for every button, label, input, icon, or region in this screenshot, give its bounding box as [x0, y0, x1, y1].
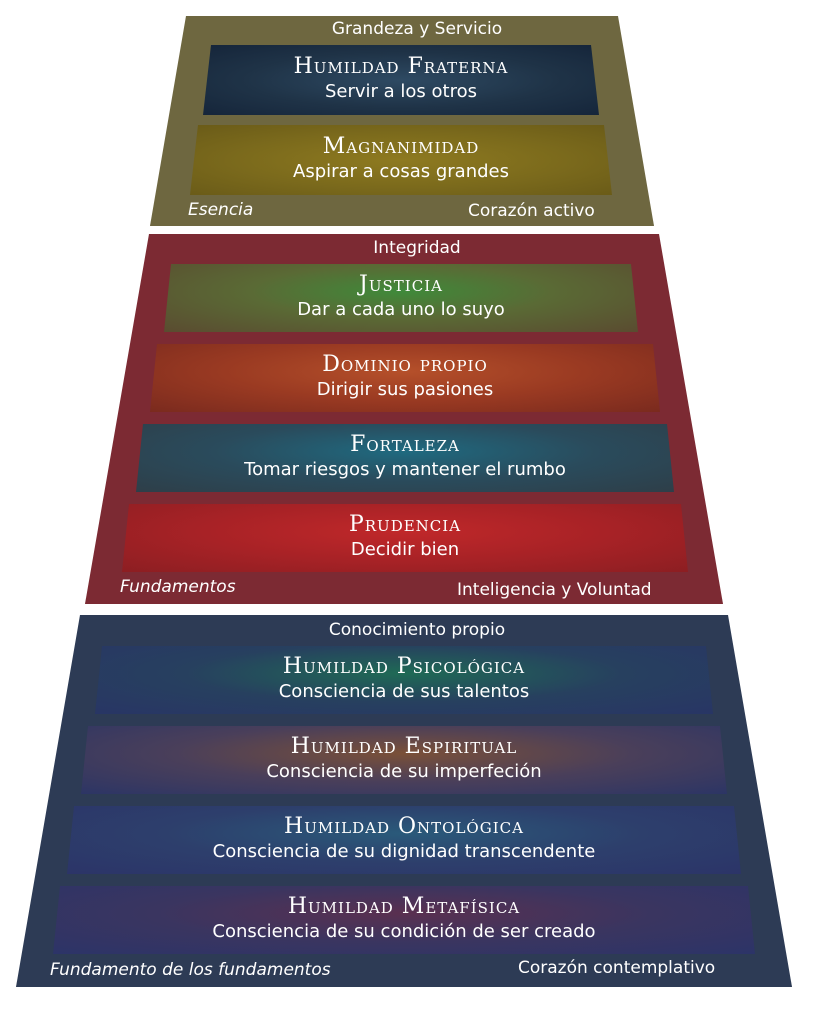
- band-dominio-propio: Dominio propio Dirigir sus pasiones: [150, 344, 660, 412]
- band-subtitle: Dirigir sus pasiones: [316, 379, 494, 400]
- band-title: Prudencia: [348, 512, 462, 537]
- band-title: Magnanimidad: [322, 134, 480, 159]
- band-title: Humildad Fraterna: [293, 54, 509, 79]
- band-humildad-metafisica: Humildad Metafísica Consciencia de su co…: [53, 886, 755, 954]
- band-subtitle: Dar a cada uno lo suyo: [297, 299, 505, 320]
- band-humildad-espiritual: Humildad Espiritual Consciencia de su im…: [81, 726, 727, 794]
- note-corazon-activo: Corazón activo: [468, 201, 595, 221]
- band-subtitle: Consciencia de su imperfeción: [266, 761, 542, 782]
- note-fundamento-fundamentos: Fundamento de los fundamentos: [50, 960, 331, 980]
- section-title-integridad: Integridad: [373, 238, 461, 258]
- band-humildad-ontologica: Humildad Ontológica Consciencia de su di…: [67, 806, 741, 874]
- band-subtitle: Consciencia de su dignidad transcendente: [212, 841, 596, 862]
- band-title: Humildad Espiritual: [290, 734, 518, 759]
- band-justicia: Justicia Dar a cada uno lo suyo: [164, 264, 638, 332]
- note-fundamentos: Fundamentos: [120, 577, 236, 597]
- band-fortaleza: Fortaleza Tomar riesgos y mantener el ru…: [136, 424, 674, 492]
- band-prudencia: Prudencia Decidir bien: [122, 504, 688, 572]
- section-title-conocimiento: Conocimiento propio: [328, 620, 506, 640]
- band-title: Fortaleza: [350, 432, 460, 457]
- band-subtitle: Servir a los otros: [324, 81, 477, 102]
- note-inteligencia-voluntad: Inteligencia y Voluntad: [457, 580, 652, 600]
- band-title: Dominio propio: [322, 352, 488, 377]
- section-title-grandeza: Grandeza y Servicio: [331, 19, 503, 39]
- band-humildad-psicologica: Humildad Psicológica Consciencia de sus …: [95, 646, 713, 714]
- band-subtitle: Decidir bien: [350, 539, 460, 560]
- band-title: Humildad Metafísica: [287, 894, 521, 919]
- band-subtitle: Consciencia de sus talentos: [278, 681, 530, 702]
- band-subtitle: Aspirar a cosas grandes: [293, 161, 509, 182]
- band-subtitle: Consciencia de su condición de ser cread…: [212, 921, 596, 942]
- note-corazon-contemplativo: Corazón contemplativo: [518, 958, 716, 978]
- band-magnanimidad: Magnanimidad Aspirar a cosas grandes: [190, 125, 612, 195]
- band-title: Humildad Psicológica: [282, 654, 526, 679]
- band-title: Justicia: [359, 272, 443, 297]
- band-humildad-fraterna: Humildad Fraterna Servir a los otros: [203, 45, 599, 115]
- note-esencia: Esencia: [188, 200, 254, 220]
- band-title: Humildad Ontológica: [284, 814, 524, 839]
- band-subtitle: Tomar riesgos y mantener el rumbo: [244, 459, 566, 480]
